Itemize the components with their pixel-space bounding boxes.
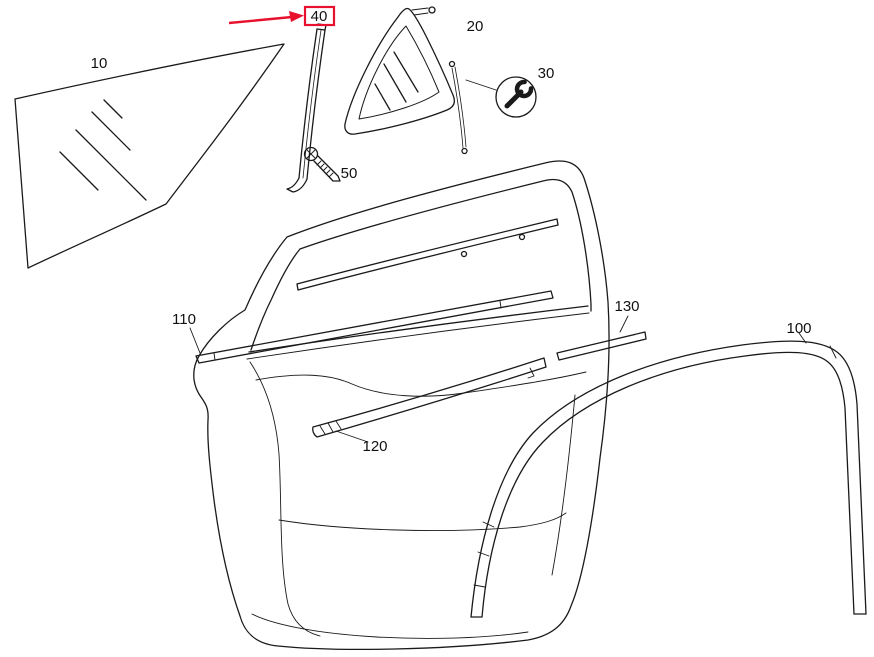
screw-head: [303, 146, 319, 162]
belt-line-lower: [246, 312, 590, 360]
glass-reflection-line: [75, 129, 147, 201]
quarter-window-side-fastener: [448, 60, 456, 68]
molding-110-body: [195, 290, 554, 364]
glass-reflection-line: [91, 111, 131, 151]
quarter-window-inner: [358, 25, 440, 120]
door-inner-seam-lower: [278, 512, 567, 531]
window-inner-rail: [296, 218, 559, 291]
highlight-group: [228, 5, 336, 27]
callout-50[interactable]: 50: [341, 165, 358, 182]
molding-130-group: [556, 315, 647, 361]
door-glass-outline: [14, 43, 285, 269]
callout-40[interactable]: 40: [311, 8, 328, 25]
molding-110-leader: [189, 327, 201, 354]
callout-100[interactable]: 100: [786, 320, 811, 337]
callout-110[interactable]: 110: [172, 311, 196, 328]
wrench-symbol-group: [465, 76, 537, 118]
quarter-window-group: [344, 6, 468, 155]
guide-frame-outer: [470, 340, 867, 618]
door-inner-contour-right: [551, 394, 576, 576]
molding-110-ticks: [213, 300, 502, 361]
callouts-group: 10 40 20 30 50 110 130 120 100: [91, 8, 812, 455]
quarter-window-top-fastener: [428, 6, 436, 14]
door-glass-group: [14, 43, 285, 269]
highlight-box: [303, 5, 336, 27]
highlight-arrow-head: [289, 11, 304, 22]
wrench-leader-line: [465, 79, 497, 91]
quarter-window-top-bracket: [411, 7, 429, 16]
guide-frame-100-group: [470, 332, 867, 618]
division-bar-right-edge: [306, 29, 326, 180]
wrench-icon: [514, 79, 534, 99]
door-inner-contour-left: [249, 361, 321, 637]
door-inner-bottom-line: [251, 613, 529, 639]
weatherstrip-120-leader: [335, 430, 369, 443]
callout-30[interactable]: 30: [538, 65, 555, 82]
glass-reflection-line: [393, 51, 419, 93]
callout-130[interactable]: 130: [614, 298, 639, 315]
wrench-symbol-circle: [495, 76, 537, 118]
molding-110-group: [189, 290, 554, 364]
glass-reflection-line: [383, 63, 407, 103]
weatherstrip-120-body: [312, 357, 547, 438]
door-outer-outline: [193, 160, 610, 651]
glass-reflection-line: [374, 83, 391, 111]
glass-reflection-line: [103, 99, 123, 119]
highlight-arrow-shaft: [228, 15, 293, 25]
molding-130-leader: [619, 315, 629, 333]
door-shell-group: [193, 160, 610, 651]
screw-shank: [313, 155, 341, 182]
weatherstrip-120-hatch: [319, 420, 342, 435]
window-rail-fitting: [460, 250, 468, 258]
guide-frame-hatch: [473, 345, 837, 588]
window-rail-fitting: [518, 233, 526, 241]
window-frame-inner-line: [250, 178, 592, 351]
quarter-window-pin-end: [461, 147, 468, 155]
weatherstrip-120-group: [312, 357, 547, 443]
screw-group: [303, 146, 341, 182]
division-bar-foot: [286, 177, 308, 193]
division-bar-center-rib: [302, 29, 322, 179]
glass-reflection-line: [59, 151, 99, 191]
quarter-window-outer: [344, 7, 455, 135]
guide-frame-end-caps: [470, 613, 867, 618]
weatherstrip-120-clip: [527, 367, 535, 379]
callout-10[interactable]: 10: [91, 55, 108, 72]
callout-20[interactable]: 20: [467, 18, 484, 35]
quarter-window-pin: [451, 66, 467, 149]
screw-threads: [316, 160, 334, 178]
molding-130-body: [556, 331, 647, 361]
division-bar-left-edge: [298, 28, 318, 179]
guide-frame-inner: [481, 351, 855, 618]
screw-head-slot: [306, 149, 316, 159]
door-inner-seam-upper: [255, 371, 587, 397]
guide-frame-leader: [798, 332, 807, 344]
callout-120[interactable]: 120: [362, 438, 387, 455]
